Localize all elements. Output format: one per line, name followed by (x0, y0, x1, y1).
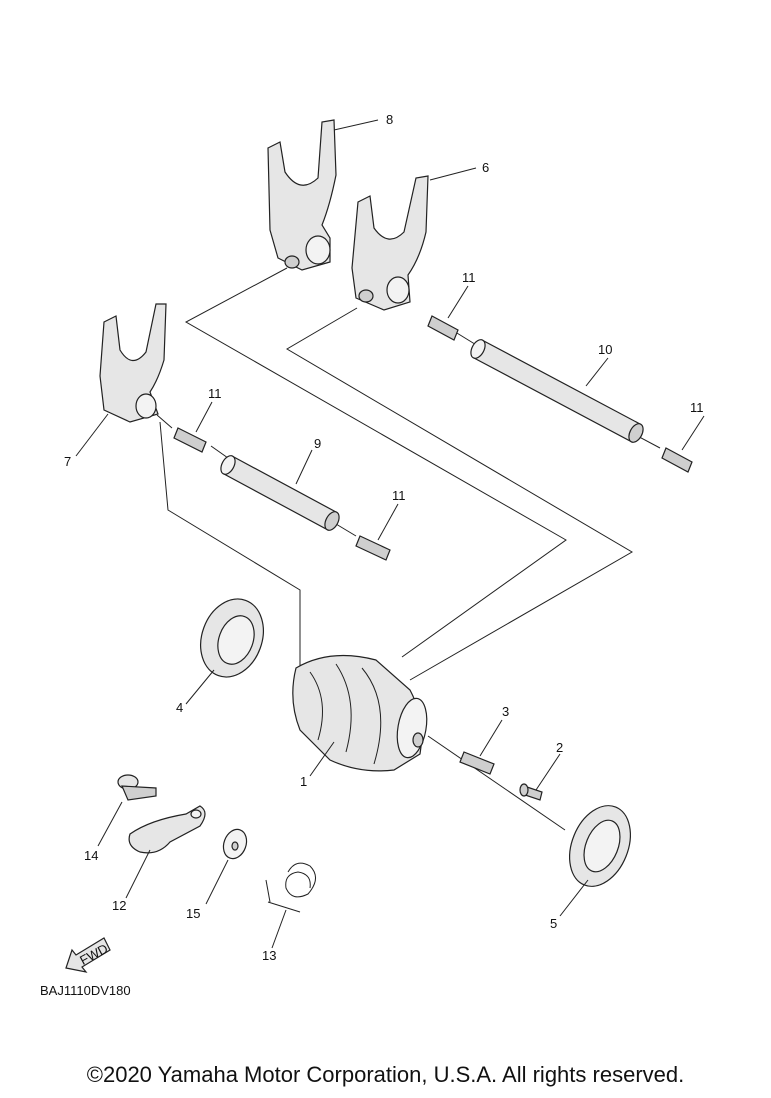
bolt-14 (117, 774, 157, 801)
callout-6: 6 (482, 160, 489, 175)
callout-3: 3 (502, 704, 509, 719)
callout-leaders (75, 119, 705, 949)
bearing-4 (200, 598, 264, 678)
shift-fork-8 (267, 119, 337, 271)
callout-11-a: 11 (462, 270, 476, 285)
callout-4: 4 (176, 700, 183, 715)
shift-fork-7 (99, 303, 167, 423)
callout-15: 15 (186, 906, 200, 921)
callout-10: 10 (598, 342, 612, 357)
shift-fork-shaft-10 (470, 339, 644, 443)
shift-fork-6 (351, 175, 429, 311)
callout-7: 7 (64, 454, 71, 469)
exploded-parts-diagram: FWD 8 6 7 10 9 11 11 11 11 3 2 4 1 (40, 112, 705, 998)
diagram-code: BAJ1110DV180 (40, 983, 131, 998)
callout-1: 1 (300, 774, 307, 789)
callout-14: 14 (84, 848, 98, 863)
assembly-lines (156, 267, 661, 831)
stopper-lever-12 (128, 805, 206, 854)
forward-direction-arrow: FWD (65, 937, 111, 973)
copyright-notice: ©2020 Yamaha Motor Corporation, U.S.A. A… (86, 1062, 685, 1087)
callout-11-c: 11 (690, 400, 704, 415)
washer-15 (222, 828, 248, 860)
pin-3 (459, 751, 495, 775)
callout-5: 5 (550, 916, 557, 931)
callout-13: 13 (262, 948, 276, 963)
callout-numbers: 8 6 7 10 9 11 11 11 11 3 2 4 1 5 14 12 1… (64, 112, 704, 963)
callout-11-d: 11 (392, 488, 406, 503)
bearing-5 (569, 805, 631, 887)
callout-12: 12 (112, 898, 126, 913)
fwd-label: FWD (77, 941, 110, 968)
callout-11-b: 11 (208, 386, 222, 401)
pins-11 (173, 315, 693, 561)
shift-drum-1 (292, 654, 428, 772)
callout-2: 2 (556, 740, 563, 755)
callout-8: 8 (386, 112, 393, 127)
torsion-spring-13 (265, 862, 316, 913)
shift-fork-shaft-9 (220, 455, 340, 531)
callout-9: 9 (314, 436, 321, 451)
